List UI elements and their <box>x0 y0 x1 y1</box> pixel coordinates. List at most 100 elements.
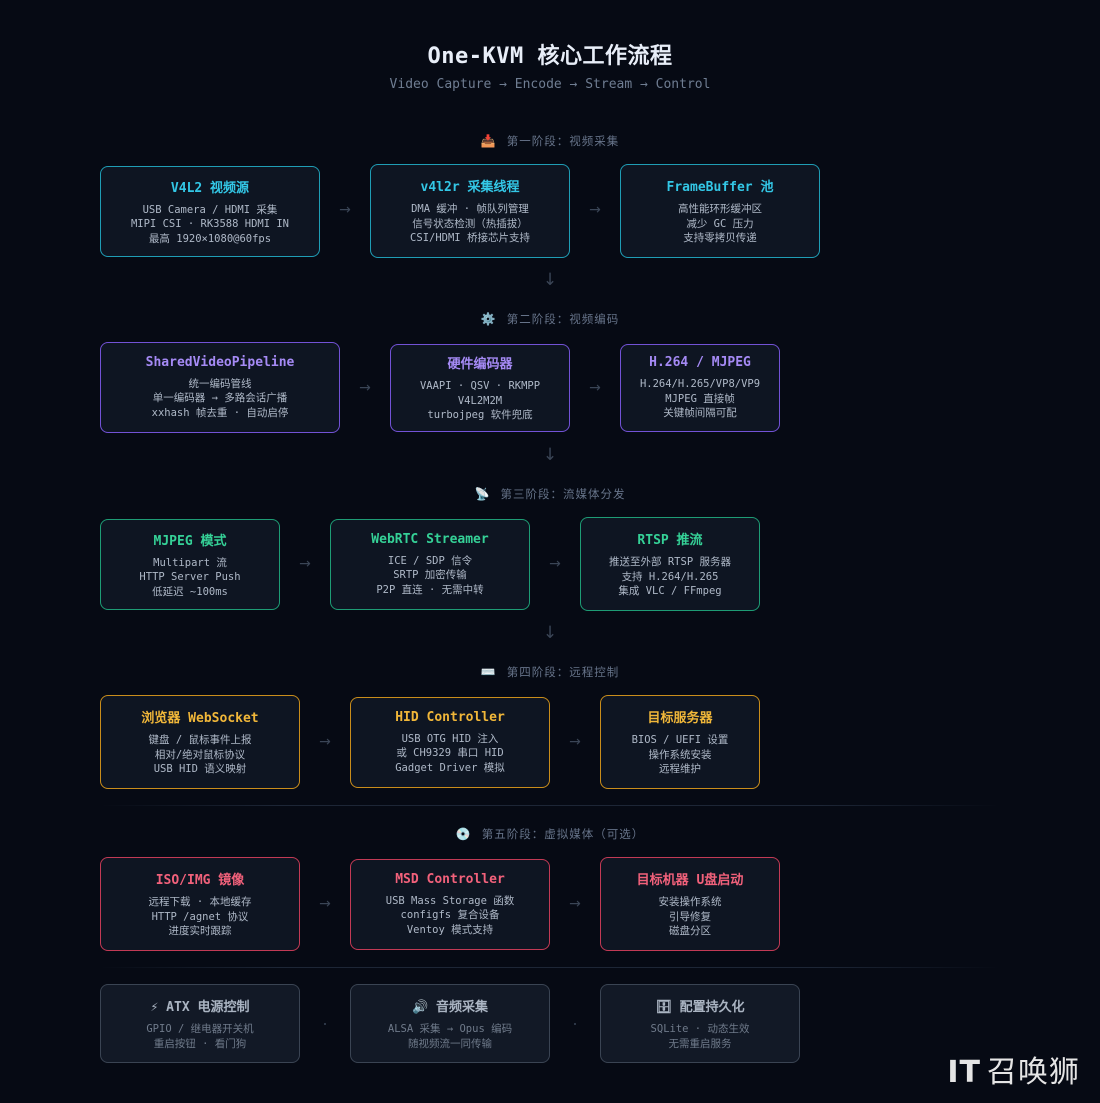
node-line: USB Camera / HDMI 采集 <box>142 203 278 216</box>
node-line: 引导修复 <box>669 910 711 923</box>
node-line: 相对/绝对鼠标协议 <box>154 748 246 761</box>
node-line: Gadget Driver 模拟 <box>395 761 505 774</box>
node-title: V4L2 视频源 <box>170 180 250 196</box>
node-line: 高性能环形缓冲区 <box>678 203 762 216</box>
node-mjpeg-mode: MJPEG 模式 Multipart 流 HTTP Server Push 低延… <box>100 519 280 610</box>
node-line: V4L2M2M <box>457 394 503 407</box>
flow-arrow: → <box>569 734 581 750</box>
watermark-text: 召唤狮 <box>987 1055 1080 1090</box>
speaker-icon: 🔊 <box>411 1000 429 1015</box>
node-line: HTTP /agnet 协议 <box>151 910 249 923</box>
node-line: 安装操作系统 <box>658 896 722 909</box>
stage-label-2: ⚙️ 第二阶段：视频编码 <box>0 311 1100 327</box>
node-line: 最高 1920×1080@60fps <box>148 232 272 245</box>
stage-label-5: 💿第五阶段：虚拟媒体（可选） <box>0 826 1100 842</box>
node-line: 进度实时跟踪 <box>168 925 232 938</box>
node-title: MJPEG 模式 <box>153 533 227 549</box>
node-line: USB Mass Storage 函数 <box>385 894 515 907</box>
node-atx-power-control: ⚡ ATX 电源控制 GPIO / 继电器开关机 重启按钮 · 看门狗 <box>100 984 300 1063</box>
stage-down-arrow: ↓ <box>542 445 558 465</box>
node-title: RTSP 推流 <box>637 533 703 549</box>
node-msd-controller: MSD Controller USB Mass Storage 函数 confi… <box>350 859 550 950</box>
node-line: 远程维护 <box>659 763 701 776</box>
section-divider <box>100 805 1000 806</box>
node-line: USB OTG HID 注入 <box>401 732 499 745</box>
node-line: 重启按钮 · 看门狗 <box>153 1037 247 1050</box>
node-line: 信号状态检测（热插拔） <box>412 217 528 230</box>
node-v4l2-source: V4L2 视频源 USB Camera / HDMI 采集 MIPI CSI ·… <box>100 166 320 257</box>
stage-label-4: ⌨️第四阶段：远程控制 <box>0 664 1100 680</box>
flow-arrow: → <box>589 202 601 218</box>
stage-label-3: 📡第三阶段：流媒体分发 <box>0 486 1100 502</box>
node-line: P2P 直连 · 无需中转 <box>376 583 484 596</box>
node-title: 🔊 音频采集 <box>411 1000 489 1015</box>
node-target-usb-boot: 目标机器 U盘启动 安装操作系统 引导修复 磁盘分区 <box>600 857 780 951</box>
node-title: 硬件编码器 <box>447 357 513 373</box>
node-rtsp-push: RTSP 推流 推送至外部 RTSP 服务器 支持 H.264/H.265 集成… <box>580 517 760 611</box>
flow-arrow: → <box>569 896 581 912</box>
node-hardware-encoder: 硬件编码器 VAAPI · QSV · RKMPP V4L2M2M turboj… <box>390 344 570 432</box>
node-iso-img-image: ISO/IMG 镜像 远程下载 · 本地缓存 HTTP /agnet 协议 进度… <box>100 857 300 951</box>
flow-arrow: → <box>319 896 331 912</box>
separator-dot <box>324 1023 326 1025</box>
node-title: H.264 / MJPEG <box>649 355 751 371</box>
stage-label-text: 第一阶段：视频采集 <box>506 134 620 148</box>
cabinet-icon: 🗄 <box>655 1000 672 1015</box>
node-line: 支持零拷贝传递 <box>683 232 757 245</box>
node-line: MJPEG 直接帧 <box>665 392 735 405</box>
node-line: SQLite · 动态生效 <box>650 1023 750 1035</box>
node-title: ⚡ ATX 电源控制 <box>150 1000 250 1015</box>
node-title: HID Controller <box>395 709 505 725</box>
node-line: MIPI CSI · RK3588 HDMI IN <box>130 218 290 231</box>
separator-dot <box>574 1023 576 1025</box>
node-line: HTTP Server Push <box>139 571 241 584</box>
node-line: H.264/H.265/VP8/VP9 <box>639 378 761 391</box>
node-line: 集成 VLC / FFmpeg <box>618 585 722 598</box>
node-title: 目标服务器 <box>647 711 713 727</box>
node-line: VAAPI · QSV · RKMPP <box>419 380 541 393</box>
node-line: 关键帧间隔可配 <box>663 407 737 420</box>
node-line: ICE / SDP 信令 <box>387 554 473 567</box>
node-line: 统一编码管线 <box>188 377 252 390</box>
lightning-icon: ⚡ <box>150 1000 159 1015</box>
node-title: v4l2r 采集线程 <box>420 180 520 196</box>
node-title: 🗄 配置持久化 <box>655 1000 745 1015</box>
stage-down-arrow: ↓ <box>542 623 558 643</box>
node-line: 支持 H.264/H.265 <box>621 570 719 583</box>
node-browser-websocket: 浏览器 WebSocket 键盘 / 鼠标事件上报 相对/绝对鼠标协议 USB … <box>100 695 300 789</box>
node-title: MSD Controller <box>395 871 505 887</box>
node-title: FrameBuffer 池 <box>666 180 774 196</box>
node-line: 推送至外部 RTSP 服务器 <box>609 556 731 569</box>
node-line: SRTP 加密传输 <box>393 569 467 582</box>
diagram-subtitle: Video Capture → Encode → Stream → Contro… <box>389 77 711 92</box>
node-line: DMA 缓冲 · 帧队列管理 <box>411 203 529 216</box>
node-title: 目标机器 U盘启动 <box>636 873 744 889</box>
node-line: USB HID 语义映射 <box>153 763 247 776</box>
keyboard-icon: ⌨️ <box>480 665 497 679</box>
node-webrtc-streamer: WebRTC Streamer ICE / SDP 信令 SRTP 加密传输 P… <box>330 519 530 610</box>
stage-label-text: 第二阶段：视频编码 <box>506 312 620 326</box>
stage-down-arrow: ↓ <box>542 270 558 290</box>
stage-label-text: 第五阶段：虚拟媒体（可选） <box>481 827 645 841</box>
node-v4l2r-capture-thread: v4l2r 采集线程 DMA 缓冲 · 帧队列管理 信号状态检测（热插拔） CS… <box>370 164 570 258</box>
node-line: BIOS / UEFI 设置 <box>631 734 729 747</box>
node-title: 浏览器 WebSocket <box>141 711 259 727</box>
node-target-server: 目标服务器 BIOS / UEFI 设置 操作系统安装 远程维护 <box>600 695 760 789</box>
gear-icon: ⚙️ <box>480 312 497 326</box>
flow-arrow: → <box>299 556 311 572</box>
flow-arrow: → <box>589 380 601 396</box>
inbox-icon: 📥 <box>480 134 497 148</box>
node-audio-capture: 🔊 音频采集 ALSA 采集 → Opus 编码 随视频流一同传输 <box>350 984 550 1063</box>
node-hid-controller: HID Controller USB OTG HID 注入 或 CH9329 串… <box>350 697 550 788</box>
node-line: configfs 复合设备 <box>400 909 500 922</box>
node-title: SharedVideoPipeline <box>145 354 295 370</box>
node-title: ISO/IMG 镜像 <box>155 873 245 889</box>
node-line: turbojpeg 软件兜底 <box>427 409 533 422</box>
satellite-dish-icon: 📡 <box>474 487 491 501</box>
node-framebuffer-pool: FrameBuffer 池 高性能环形缓冲区 减少 GC 压力 支持零拷贝传递 <box>620 164 820 258</box>
node-shared-video-pipeline: SharedVideoPipeline 统一编码管线 单一编码器 → 多路会话广… <box>100 342 340 433</box>
stage-label-1: 📥 第一阶段：视频采集 <box>0 133 1100 149</box>
flow-arrow: → <box>359 380 371 396</box>
node-line: 低延迟 ~100ms <box>152 585 228 598</box>
node-line: 操作系统安装 <box>648 748 712 761</box>
